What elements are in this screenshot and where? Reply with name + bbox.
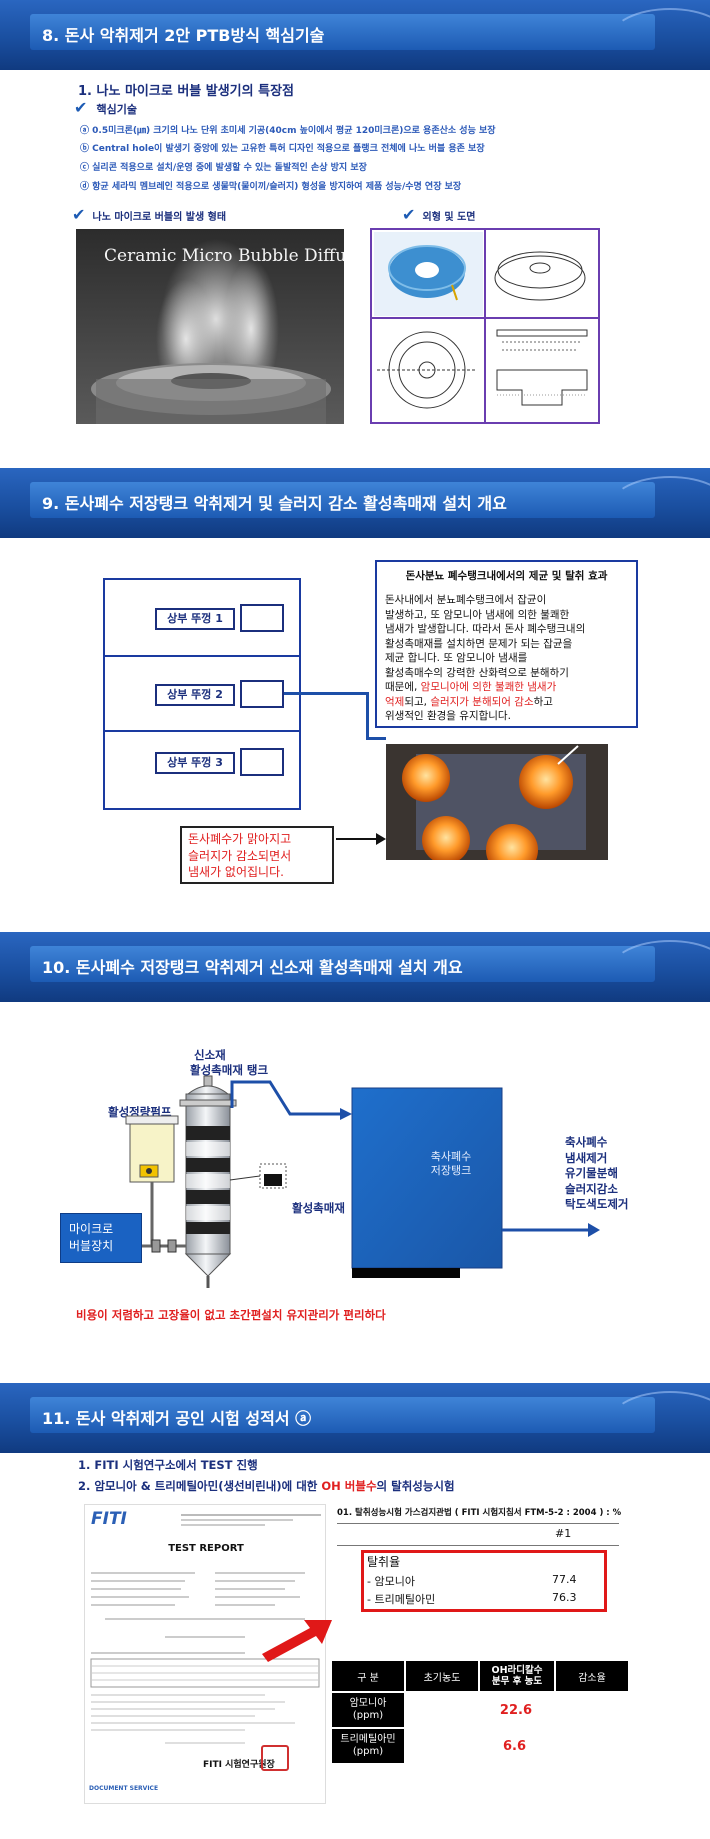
- section11-banner: 11. 돈사 악취제거 공인 시험 성적서 ⓐ: [0, 1383, 710, 1453]
- bullet-a: ⓐ 0.5미크론(㎛) 크기의 나노 단위 초미세 기공(40cm 높이에서 평…: [80, 126, 496, 136]
- section11-line2: 2. 암모니아 & 트리메틸아민(생선비린내)에 대한 OH 버블수의 탈취성능…: [78, 1479, 455, 1493]
- highlight-box: [361, 1550, 607, 1612]
- info-box: 돈사분뇨 폐수탱크내에서의 제균 및 탈취 효과 돈사내에서 분뇨폐수탱크에서 …: [375, 560, 638, 728]
- seal-stamp: [261, 1745, 289, 1771]
- checkmark-icon: ✔: [72, 205, 86, 224]
- info-body: 돈사내에서 분뇨폐수탱크에서 잡균이 발생하고, 또 암모니아 냄새에 의한 불…: [385, 594, 586, 722]
- bullet-d: ⓓ 항균 세라믹 멤브레인 적용으로 생물막(물이끼/슬러지) 형성을 방지하여…: [80, 182, 462, 192]
- storage-tank-label: 축사폐수 저장탱크: [430, 1150, 472, 1177]
- report-signature: FITI 시험연구원장: [203, 1760, 275, 1770]
- row-tma-value: 76.3: [552, 1591, 577, 1604]
- bullet-b: ⓑ Central hole이 발생기 중앙에 있는 고유한 특허 디자인 적용…: [80, 144, 485, 154]
- section10-footer: 비용이 저렴하고 고장율이 없고 초간편설치 유지관리가 편리하다: [76, 1308, 386, 1322]
- section11-title: 11. 돈사 악취제거 공인 시험 성적서 ⓐ: [42, 1409, 312, 1428]
- checkmark-icon: ✔: [74, 98, 88, 117]
- checkmark-icon: ✔: [402, 205, 416, 224]
- info-title: 돈사분뇨 폐수탱크내에서의 제균 및 탈취 효과: [405, 570, 608, 582]
- exterior-drawing-caption: 외형 및 도면: [422, 212, 476, 223]
- document-service: DOCUMENT SERVICE: [89, 1785, 159, 1792]
- lid-3-label: 상부 뚜껑 3: [155, 752, 235, 774]
- core-tech-label: 핵심기술: [96, 103, 137, 116]
- process-diagram: [60, 1070, 620, 1310]
- test-report-document: FITI TEST REPORT FITI 시험연구원장 DOCUMENT SE: [84, 1504, 326, 1804]
- lid-1-label: 상부 뚜껑 1: [155, 608, 235, 630]
- exterior-drawing-panel: [370, 228, 600, 424]
- row-ammonia-value: 77.4: [552, 1573, 577, 1586]
- section9-title: 9. 돈사폐수 저장탱크 악취제거 및 슬러지 감소 활성촉매재 설치 개요: [42, 494, 507, 513]
- table-caption: 01. 탈취성능시험 가스검지관법 ( FITI 시험지침서 FTM-5-2 :…: [337, 1508, 622, 1518]
- section10-title: 10. 돈사폐수 저장탱크 악취제거 신소재 활성촉매재 설치 개요: [42, 958, 463, 977]
- photo-caption-text: Ceramic Micro Bubble Diffuser: [104, 246, 344, 266]
- bullet-c: ⓒ 실리콘 적용으로 설치/운영 중에 발생할 수 있는 돌발적인 손상 방지 …: [80, 163, 367, 173]
- fiti-logo: FITI: [91, 1509, 127, 1529]
- row-tma-label: - 트리메틸아민: [367, 1593, 436, 1606]
- micro-bubble-device: 마이크로 버블장치: [60, 1213, 142, 1263]
- report-title: TEST REPORT: [168, 1543, 244, 1554]
- deodorization-table: #1 탈취율 - 암모니아 77.4 - 트리메틸아민 76.3: [337, 1523, 619, 1619]
- result-arrow: [336, 838, 380, 840]
- lid-3-box: [240, 748, 284, 776]
- section9-banner: 9. 돈사폐수 저장탱크 악취제거 및 슬러지 감소 활성촉매재 설치 개요: [0, 468, 710, 538]
- bubble-form-caption: 나노 마이크로 버블의 발생 형태: [92, 212, 227, 223]
- effects-list: 축사폐수 냄새제거 유기물분해 슬러지감소 탁도색도제거: [565, 1135, 629, 1211]
- row-group: 탈취율: [367, 1555, 401, 1569]
- arrow-head-icon: [376, 833, 386, 845]
- row-ammonia-label: - 암모니아: [367, 1575, 415, 1588]
- section8-heading: 1. 나노 마이크로 버블 발생기의 특장점: [78, 84, 295, 99]
- section8-title: 8. 돈사 악취제거 2안 PTB방식 핵심기술: [42, 26, 325, 45]
- section8-banner: 8. 돈사 악취제거 2안 PTB방식 핵심기술: [0, 0, 710, 70]
- lid-2-box: [240, 680, 284, 708]
- section10-banner: 10. 돈사폐수 저장탱크 악취제거 신소재 활성촉매재 설치 개요: [0, 932, 710, 1002]
- result-box: 돈사폐수가 맑아지고 슬러지가 감소되면서 냄새가 없어집니다.: [180, 826, 334, 884]
- lid-1-box: [240, 604, 284, 632]
- catalyst-tank-label: 신소재 활성촉매재 탱크: [190, 1048, 269, 1077]
- bubble-diffuser-photo: Ceramic Micro Bubble Diffuser: [76, 229, 344, 424]
- catalyst-photo: [386, 744, 608, 860]
- lid-2-label: 상부 뚜껑 2: [155, 684, 235, 706]
- section11-line1: 1. FITI 시험연구소에서 TEST 진행: [78, 1458, 258, 1472]
- col-header: #1: [555, 1527, 572, 1540]
- catalyst-label: 활성촉매재: [292, 1201, 345, 1215]
- red-arrow-icon: [262, 1620, 332, 1662]
- concentration-table: 구 분 초기농도 OH라디칼수 분무 후 농도 감소율 암모니아 (ppm) 2…: [332, 1661, 630, 1763]
